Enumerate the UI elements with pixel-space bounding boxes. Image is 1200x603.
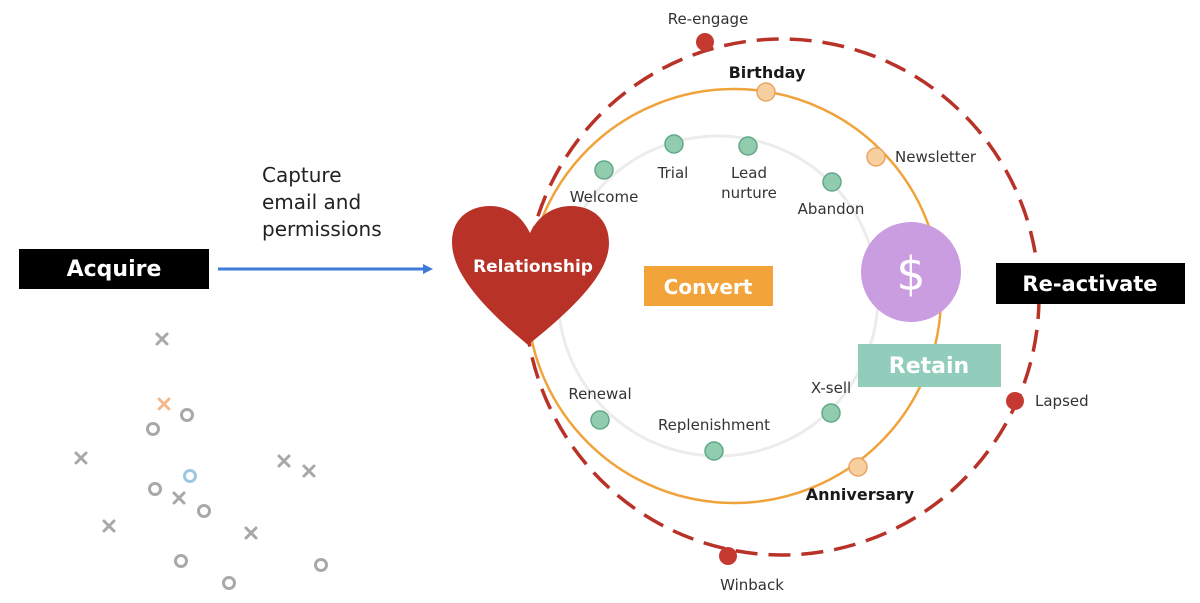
- o-mark: [146, 422, 160, 436]
- relationship-heart: Relationship: [452, 206, 609, 345]
- re-engage-dot: [696, 33, 714, 51]
- retain-box: [858, 344, 1001, 387]
- acquire-label: Acquire: [67, 257, 162, 282]
- reactivate-label: Re-activate: [1022, 272, 1157, 296]
- inner-touchpoints: Welcome Trial Lead nurture Abandon Renew…: [568, 134, 865, 461]
- capture-line-2: email and: [262, 190, 361, 214]
- nurture-label: nurture: [721, 184, 777, 202]
- acquire-stage: Acquire: [19, 249, 209, 289]
- renewal-dot: [590, 410, 610, 430]
- anniversary-label: Anniversary: [806, 485, 915, 504]
- capture-text: Capture email and permissions: [262, 163, 382, 241]
- dollar-circle: [861, 222, 961, 322]
- abandon-label: Abandon: [798, 200, 865, 218]
- reactivate-stage: Re-activate: [996, 263, 1185, 304]
- o-mark: [148, 482, 162, 496]
- x-mark: [102, 519, 116, 533]
- anniversary-dot: [848, 457, 868, 477]
- retain-stage: Retain: [858, 344, 1001, 387]
- o-mark: [180, 408, 194, 422]
- trial-dot: [664, 134, 684, 154]
- lapsed-label: Lapsed: [1035, 392, 1089, 410]
- x-mark: [172, 491, 186, 505]
- winback-label: Winback: [720, 576, 784, 594]
- o-mark: [174, 554, 188, 568]
- reactivate-dashed-ring: [523, 37, 1041, 557]
- outer-touchpoints: Re-engage Lapsed Winback: [668, 10, 1089, 594]
- acquire-box: [19, 249, 209, 289]
- welcome-label: Welcome: [570, 188, 639, 206]
- lead-nurture-dot: [738, 136, 758, 156]
- capture-line-1: Capture: [262, 163, 342, 187]
- dollar-icon: $: [896, 247, 925, 301]
- x-sell-dot: [821, 403, 841, 423]
- x-mark-highlight: [157, 397, 171, 411]
- winback-dot: [719, 547, 737, 565]
- birthday-label: Birthday: [729, 63, 806, 82]
- convert-label: Convert: [664, 275, 753, 299]
- trial-label: Trial: [657, 164, 689, 182]
- o-mark-highlight: [183, 469, 197, 483]
- o-mark: [314, 558, 328, 572]
- lapsed-dot: [1006, 392, 1024, 410]
- capture-line-3: permissions: [262, 217, 382, 241]
- lead-label: Lead: [731, 164, 767, 182]
- replenishment-dot: [704, 441, 724, 461]
- x-mark: [277, 454, 291, 468]
- o-mark: [197, 504, 211, 518]
- x-mark: [74, 451, 88, 465]
- o-mark: [222, 576, 236, 590]
- convert-stage: Convert: [644, 266, 773, 306]
- x-mark: [155, 332, 169, 346]
- newsletter-dot: [866, 147, 886, 167]
- x-mark: [244, 526, 258, 540]
- re-engage-label: Re-engage: [668, 10, 749, 28]
- x-mark: [302, 464, 316, 478]
- convert-box: [644, 266, 773, 306]
- replenishment-label: Replenishment: [658, 416, 770, 434]
- scattered-contacts: [74, 332, 328, 590]
- newsletter-label: Newsletter: [895, 148, 977, 166]
- middle-touchpoints: Birthday Newsletter Anniversary: [729, 63, 977, 504]
- renewal-label: Renewal: [568, 385, 631, 403]
- reactivate-box: [996, 263, 1185, 304]
- welcome-dot: [594, 160, 614, 180]
- relationship-label: Relationship: [473, 257, 593, 277]
- abandon-dot: [822, 172, 842, 192]
- x-sell-label: X-sell: [811, 379, 851, 397]
- heart-icon: [452, 206, 609, 345]
- birthday-dot: [756, 82, 776, 102]
- retain-label: Retain: [889, 354, 969, 379]
- revenue-indicator: $: [861, 222, 961, 322]
